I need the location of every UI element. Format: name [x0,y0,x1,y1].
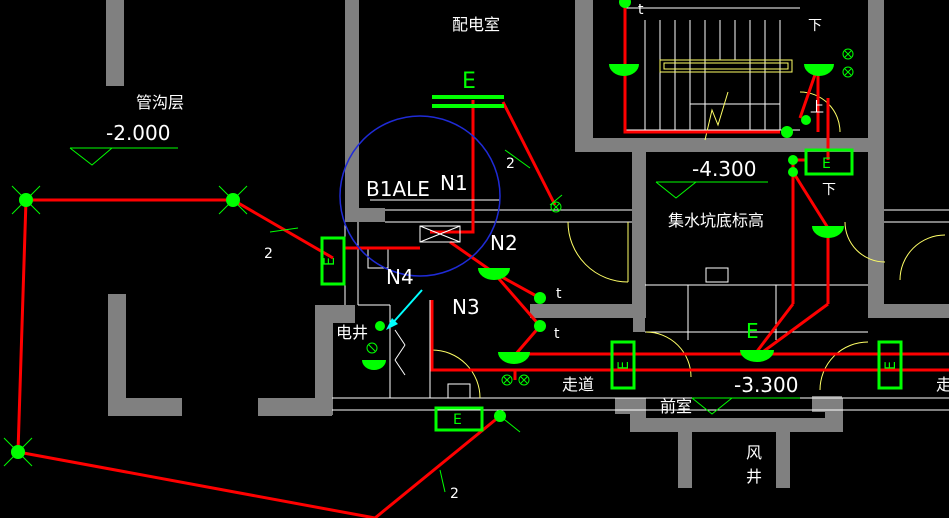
busbar [432,95,504,108]
lamps [362,64,844,370]
selection-circle [339,115,501,277]
switch-mark: t [556,286,562,302]
ceiling-lamp-icon [362,360,386,370]
corridor-elevation: -3.300 [734,373,798,397]
ceiling-lamp-icon [478,268,510,280]
switch-mark: t [638,2,644,18]
stair-down-label: 下 [808,18,822,34]
corridor-label-2: 走 [936,375,949,394]
corridor-label: 走道 [562,375,594,394]
junction-node [375,321,385,331]
sump-label: 集水坑底标高 [668,211,764,230]
stair-up-label: 上 [810,100,824,116]
outlets [366,48,854,386]
exit-sign-label: E [822,156,831,172]
junction-node [788,155,798,165]
junction-node [534,320,546,332]
circuit-n3: N3 [452,295,480,319]
exit-signs [320,148,903,432]
ceiling-lamp-icon [804,64,834,76]
air-shaft-label-2: 井 [746,467,762,486]
junction-node [619,0,631,8]
pipe-trench-elevation: -2.000 [106,121,170,145]
cursor-icon [386,289,423,330]
wiring [16,0,949,518]
exit-sign-label: E [462,69,476,94]
antechamber-label: 前室 [660,397,692,416]
ceiling-lamp-icon [498,352,530,364]
panel-symbol [370,199,500,243]
ceiling-lamp-icon [812,226,844,238]
wire-count-label: 2 [264,246,273,262]
wire-ticks [269,149,563,493]
junction-rays [3,185,248,467]
junction-node [788,167,798,177]
ceiling-lamp-icon [740,350,774,362]
circuit-n1: N1 [440,171,468,195]
panel-name: B1ALE [366,177,430,201]
junction-node [534,292,546,304]
sump-elevation: -4.300 [692,157,756,181]
junction-node [781,126,793,138]
exit-sign-label: E [616,361,632,370]
ceiling-lamp-icon [609,64,639,76]
elevation-markers [69,147,800,415]
junction-node [801,115,811,125]
electrical-shaft-label: 电井 [336,323,368,342]
circuit-n4: N4 [386,265,414,289]
air-shaft-label-1: 风 [746,443,762,462]
distribution-room-label: 配电室 [452,15,500,34]
exit-sign-label: E [746,319,759,343]
circuit-n2: N2 [490,231,518,255]
stair-down-label-2: 下 [822,182,836,198]
pipe-trench-label: 管沟层 [136,93,184,112]
switch-mark: t [554,326,560,342]
wire-count-label: 2 [450,486,459,502]
exit-sign-label: E [322,257,338,266]
exit-sign-label: E [883,361,899,370]
walls [106,0,949,488]
exit-sign-label: E [453,412,462,428]
wire-count-label: 2 [506,156,515,172]
junction-node [494,410,506,422]
